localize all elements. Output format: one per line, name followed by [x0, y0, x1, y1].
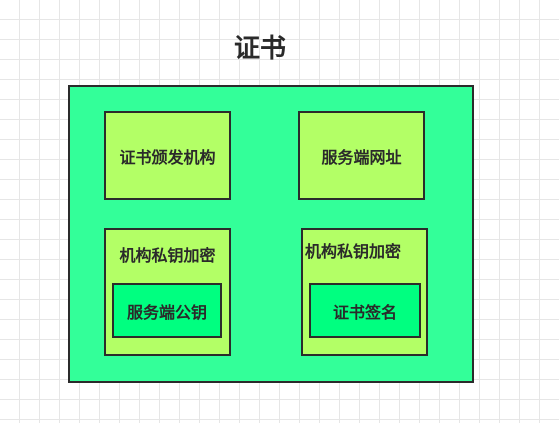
left-encrypt-box: 机构私钥加密 服务端公钥	[104, 228, 231, 356]
certificate-container: 证书颁发机构 服务端网址 机构私钥加密 服务端公钥 机构私钥加密 证书签名	[68, 85, 474, 383]
certificate-signature-label: 证书签名	[332, 302, 397, 322]
right-encrypt-box: 机构私钥加密 证书签名	[301, 228, 428, 356]
certificate-signature-box: 证书签名	[309, 283, 421, 338]
right-encrypt-label: 机构私钥加密	[305, 242, 402, 261]
diagram-title: 证书	[233, 34, 286, 64]
server-public-key-label: 服务端公钥	[126, 302, 207, 322]
left-encrypt-label: 机构私钥加密	[119, 246, 216, 265]
server-url-label: 服务端网址	[321, 147, 402, 167]
issuer-label: 证书颁发机构	[119, 147, 216, 167]
issuer-box: 证书颁发机构	[104, 111, 231, 200]
server-url-box: 服务端网址	[298, 111, 425, 200]
server-public-key-box: 服务端公钥	[112, 283, 222, 338]
